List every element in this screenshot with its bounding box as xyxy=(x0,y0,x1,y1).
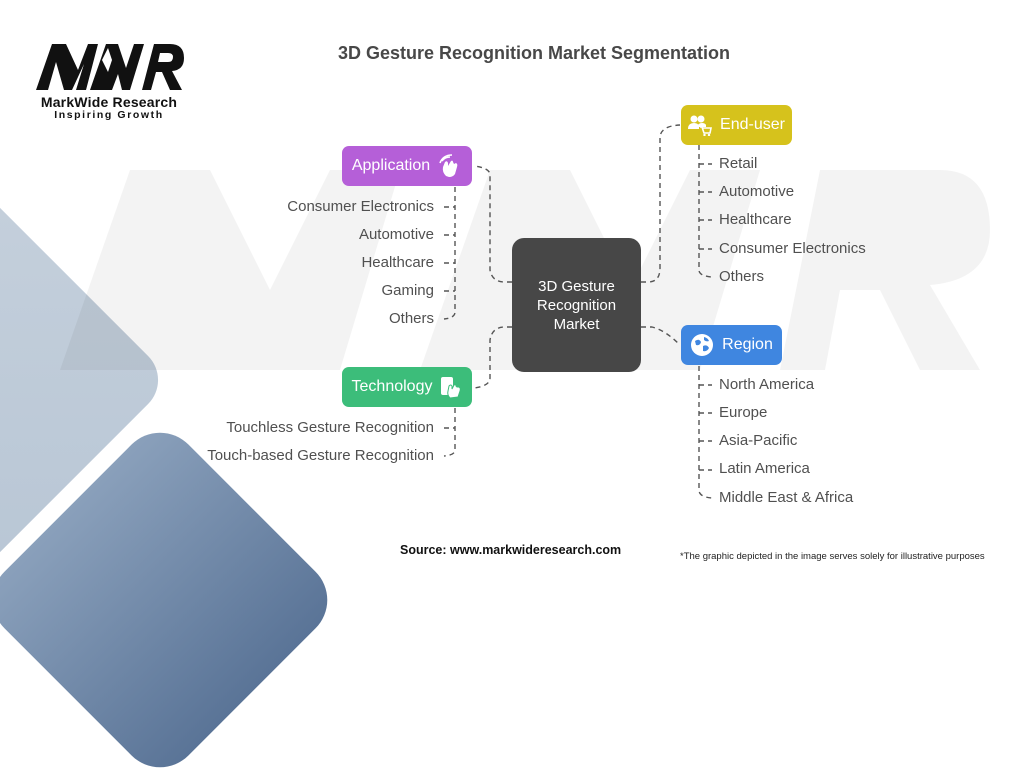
enduser-trunk xyxy=(698,145,713,278)
connector-center-application xyxy=(473,165,512,283)
segment-end-user[interactable]: End-user xyxy=(681,105,792,145)
technology-item: Touch-based Gesture Recognition xyxy=(207,447,434,464)
segment-end-user-label: End-user xyxy=(720,116,785,133)
segment-region[interactable]: Region xyxy=(681,325,782,365)
region-item: Latin America xyxy=(719,460,810,477)
center-node-label: 3D Gesture Recognition Market xyxy=(536,277,617,333)
end-user-item: Automotive xyxy=(719,183,795,200)
touch-hand-icon xyxy=(441,377,462,399)
end-user-item: Others xyxy=(719,268,765,285)
segment-technology-label: Technology xyxy=(351,378,433,395)
region-trunk xyxy=(698,366,713,499)
end-user-item: Retail xyxy=(719,155,758,172)
application-item: Consumer Electronics xyxy=(287,198,434,215)
segment-technology[interactable]: Technology xyxy=(342,367,472,407)
region-item: North America xyxy=(719,376,815,393)
application-item: Gaming xyxy=(381,282,434,299)
disclaimer-note: *The graphic depicted in the image serve… xyxy=(680,551,985,562)
segment-application[interactable]: Application xyxy=(342,146,472,186)
center-node: 3D Gesture Recognition Market xyxy=(512,238,641,372)
region-item: Asia-Pacific xyxy=(719,432,798,449)
application-item: Others xyxy=(388,310,434,327)
hand-gesture-icon xyxy=(439,154,458,177)
source-link[interactable]: Source: www.markwideresearch.com xyxy=(400,543,622,557)
connector-lines xyxy=(443,124,713,499)
mwr-logo-icon xyxy=(36,44,184,90)
markwide-logo: MarkWide Research Inspiring Growth xyxy=(34,40,194,121)
segment-region-label: Region xyxy=(722,336,773,353)
end-user-item: Healthcare xyxy=(719,211,792,228)
users-cart-icon xyxy=(688,115,713,136)
connector-center-enduser xyxy=(641,124,681,283)
logo-tagline: Inspiring Growth xyxy=(54,109,164,121)
page-title: 3D Gesture Recognition Market Segmentati… xyxy=(337,43,731,63)
technology-trunk xyxy=(443,408,456,457)
connector-center-technology xyxy=(473,326,512,389)
region-item: Europe xyxy=(719,404,768,421)
connector-center-region xyxy=(641,326,681,346)
application-item: Automotive xyxy=(358,226,434,243)
globe-icon xyxy=(691,334,714,356)
segment-application-label: Application xyxy=(351,157,431,174)
application-trunk xyxy=(443,187,456,320)
logo-name: MarkWide Research xyxy=(40,94,178,110)
region-item: Middle East & Africa xyxy=(719,489,854,506)
technology-item: Touchless Gesture Recognition xyxy=(226,419,434,436)
application-item: Healthcare xyxy=(361,254,434,271)
end-user-item: Consumer Electronics xyxy=(719,240,866,257)
